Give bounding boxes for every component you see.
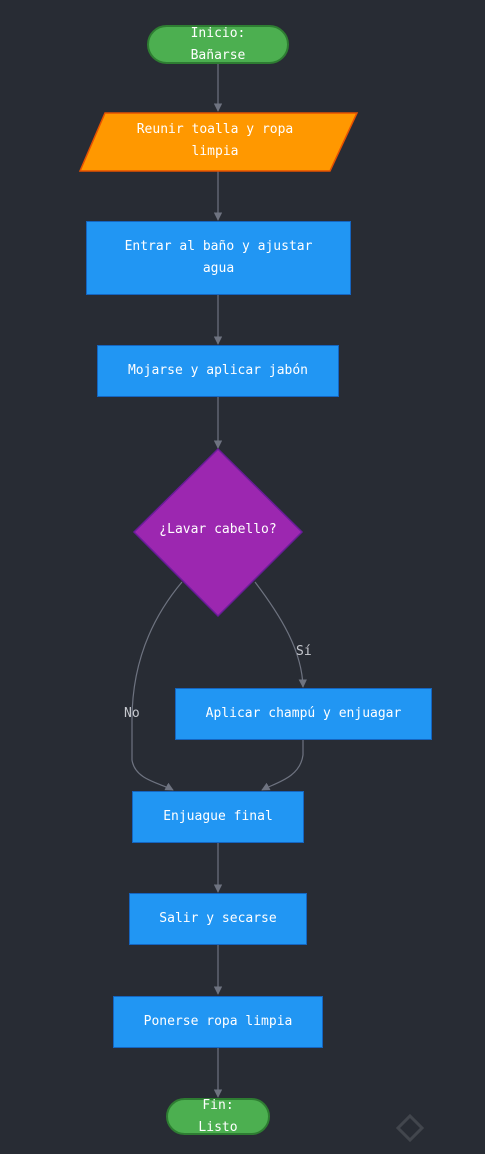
decision-diamond [132, 447, 304, 618]
gather-node-label: Reunir toalla y ropa limpia [136, 122, 294, 159]
enter-node: Entrar al baño y ajustar agua [86, 221, 351, 295]
gather-parallelogram [78, 112, 359, 172]
edge-label-yes: Sí [296, 644, 312, 659]
platzi-logo-watermark [395, 1113, 482, 1143]
start-node: Inicio: Bañarse [147, 25, 289, 64]
edge-label-no: No [124, 706, 140, 721]
dry-node: Salir y secarse [129, 893, 307, 945]
rinse-node: Enjuague final [132, 791, 304, 843]
end-node: Fin: Listo [166, 1098, 270, 1135]
decision-node-label: ¿Lavar cabello? [159, 522, 277, 537]
shampoo-node: Aplicar champú y enjuagar [175, 688, 432, 740]
edge-decision-shampoo [254, 581, 307, 688]
edge-decision-rinse [131, 581, 183, 791]
edge-shampoo-rinse [261, 740, 304, 791]
dress-node: Ponerse ropa limpia [113, 996, 323, 1048]
wet-node: Mojarse y aplicar jabón [97, 345, 339, 397]
